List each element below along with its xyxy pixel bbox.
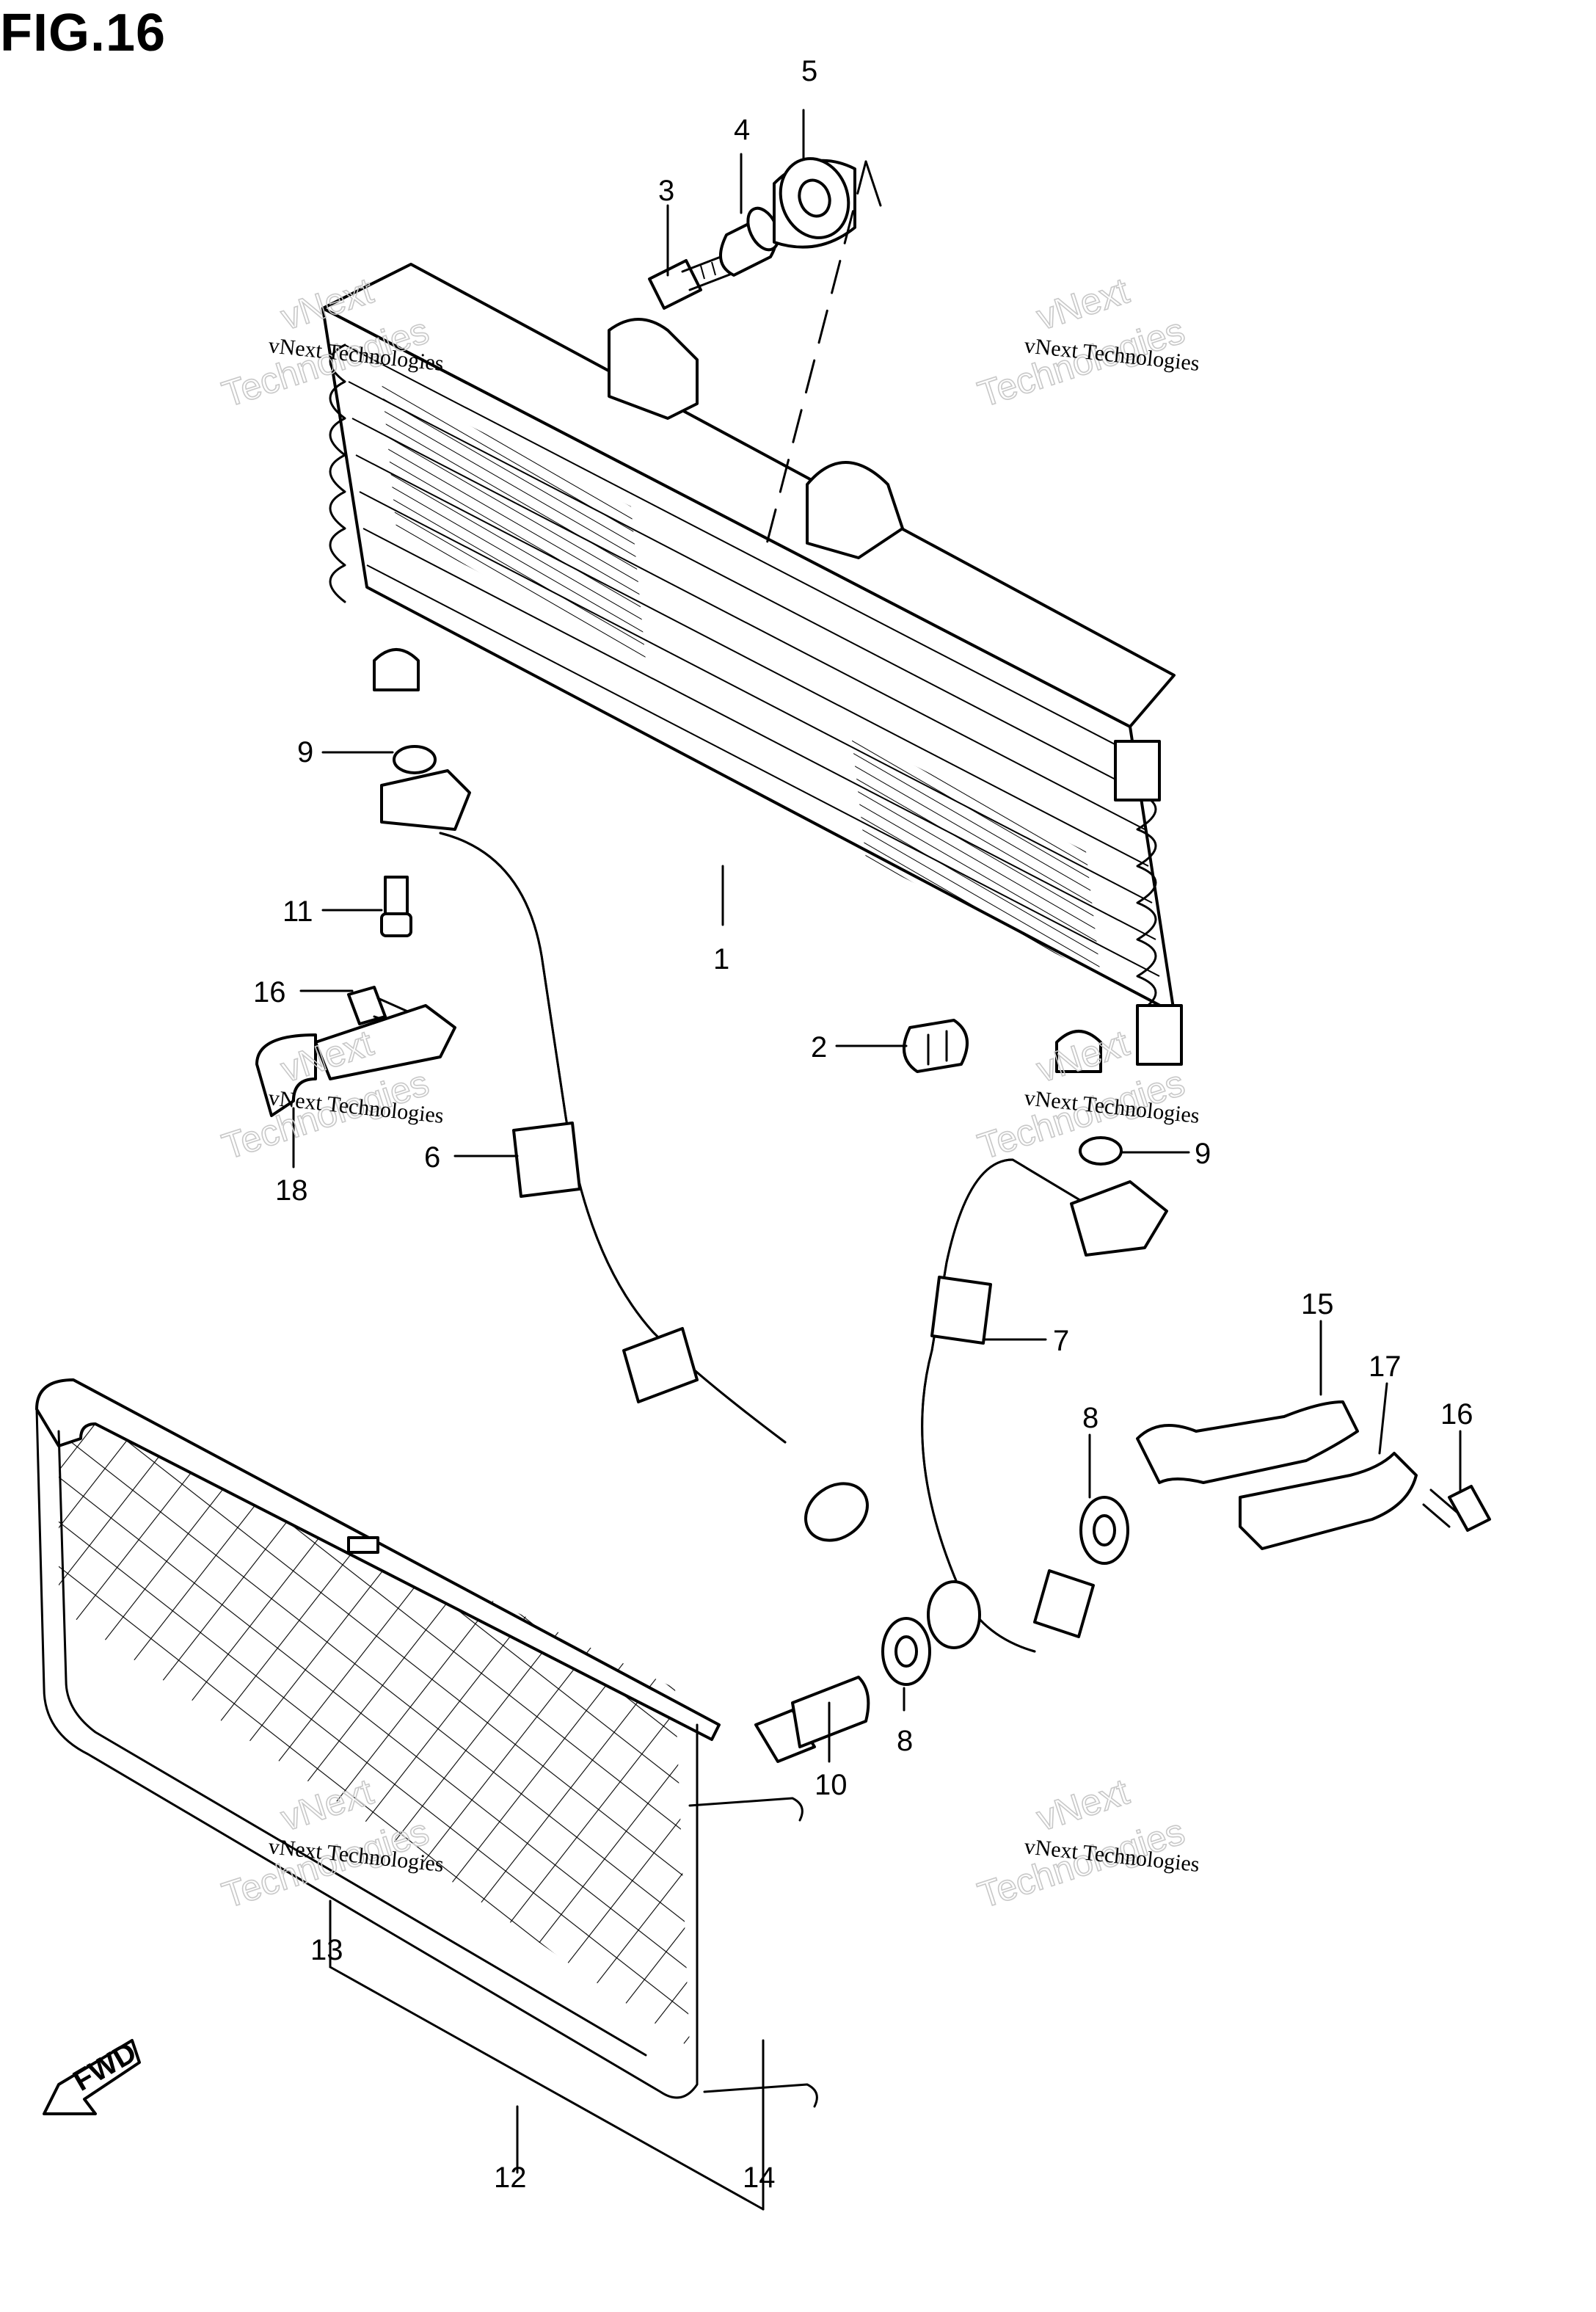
fwd-label: FWD (68, 2036, 142, 2098)
callout-9a: 9 (297, 736, 313, 768)
cooler-guard-screen-part-12 (35, 1378, 818, 2108)
callout-14: 14 (743, 2162, 776, 2194)
callout-8b: 8 (897, 1725, 913, 1757)
callout-6: 6 (424, 1141, 440, 1174)
callout-5: 5 (801, 55, 817, 87)
callout-17: 17 (1369, 1351, 1402, 1383)
callout-7: 7 (1053, 1325, 1069, 1357)
bracket-part-15 (1136, 1400, 1359, 1484)
callout-labels: 1 2 3 4 5 6 7 8 8 9 9 10 11 12 13 14 15 … (253, 55, 1473, 2194)
washer-part-8b (881, 1617, 931, 1686)
callout-11: 11 (283, 895, 313, 928)
fwd-arrow-icon: FWD (43, 2036, 142, 2115)
figure-title: FIG.16 (0, 4, 167, 62)
leader-lines (292, 109, 1462, 2211)
bolt-part-11 (380, 876, 412, 937)
callout-15: 15 (1301, 1288, 1334, 1320)
wm-outline-top: vNext (276, 1022, 378, 1091)
callout-9b: 9 (1195, 1138, 1211, 1170)
callout-8a: 8 (1082, 1402, 1098, 1434)
callout-12: 12 (494, 2162, 527, 2194)
o-ring-part-9b (1079, 1136, 1123, 1166)
collar-part-4 (719, 206, 780, 277)
bolt-part-16a (347, 986, 412, 1029)
o-ring-part-9a (393, 745, 437, 774)
clip-part-2 (903, 1019, 969, 1073)
callout-1: 1 (713, 943, 729, 975)
callout-4: 4 (734, 114, 750, 146)
grommet-part-5 (773, 157, 856, 249)
union-bolt-part-10 (754, 1676, 870, 1763)
callout-2: 2 (811, 1031, 827, 1064)
bracket-part-17 (1239, 1452, 1418, 1550)
callout-16a: 16 (253, 976, 286, 1008)
washer-part-8a (1079, 1496, 1129, 1565)
clamp-part-18 (255, 1004, 456, 1117)
wm-outline-top: vNext (1032, 1771, 1134, 1839)
wm-outline-top: vNext (1032, 270, 1134, 338)
oil-hose-part-6 (380, 769, 869, 1542)
callout-13: 13 (310, 1934, 343, 1966)
oil-cooler-part-1 (321, 263, 1183, 1073)
callout-10: 10 (815, 1769, 848, 1801)
oil-hose-part-7 (921, 1158, 1168, 1653)
callout-16b: 16 (1440, 1398, 1473, 1431)
watermark-top-right: vNext Technologies vNext Technologies (972, 269, 1200, 415)
callout-18: 18 (275, 1174, 308, 1207)
bolt-part-16b (1422, 1485, 1491, 1532)
watermark-bottom-right: vNext Technologies vNext Technologies (972, 1770, 1200, 1916)
callout-3: 3 (658, 175, 674, 207)
